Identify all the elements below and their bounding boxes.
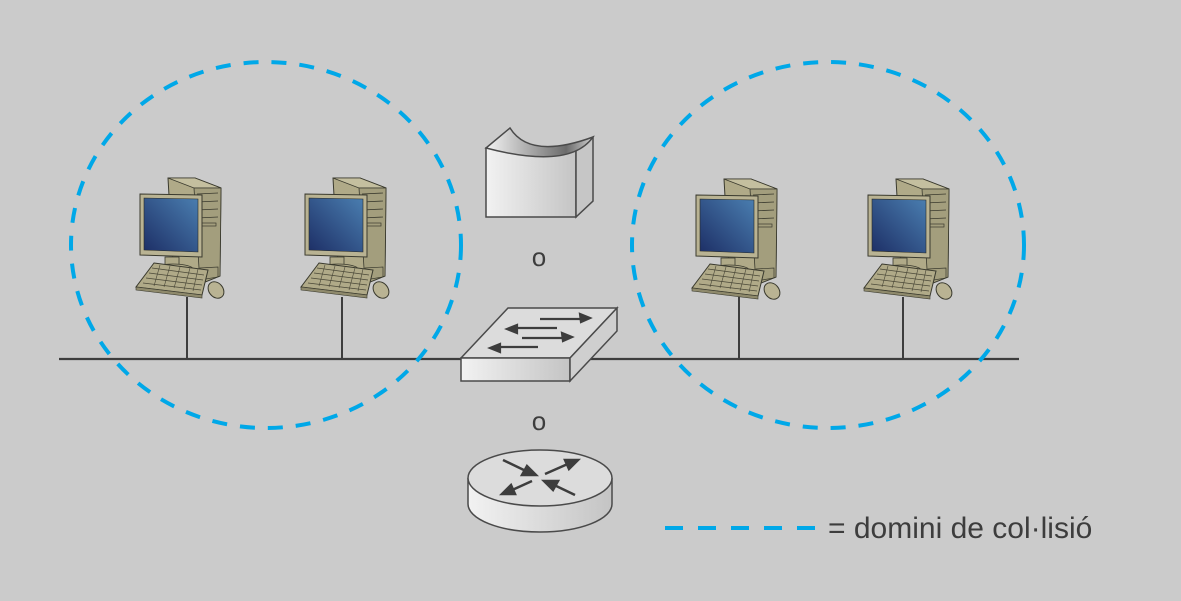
computer-icon-pc-1 [135, 177, 228, 302]
computer-icon-pc-3 [691, 178, 784, 303]
hub-icon [484, 126, 595, 219]
legend: = domini de col·lisió [665, 512, 1092, 545]
switch-icon [459, 306, 619, 383]
computer-icon-pc-2 [300, 177, 393, 302]
or-label-1: o [532, 242, 546, 272]
collision-domain-right [630, 60, 1026, 430]
legend-label: = domini de col·lisió [828, 512, 1092, 545]
collision-domain-left [69, 60, 463, 430]
or-label-2: o [532, 406, 546, 436]
computer-icon-pc-4 [863, 178, 956, 303]
router-icon [467, 449, 613, 533]
